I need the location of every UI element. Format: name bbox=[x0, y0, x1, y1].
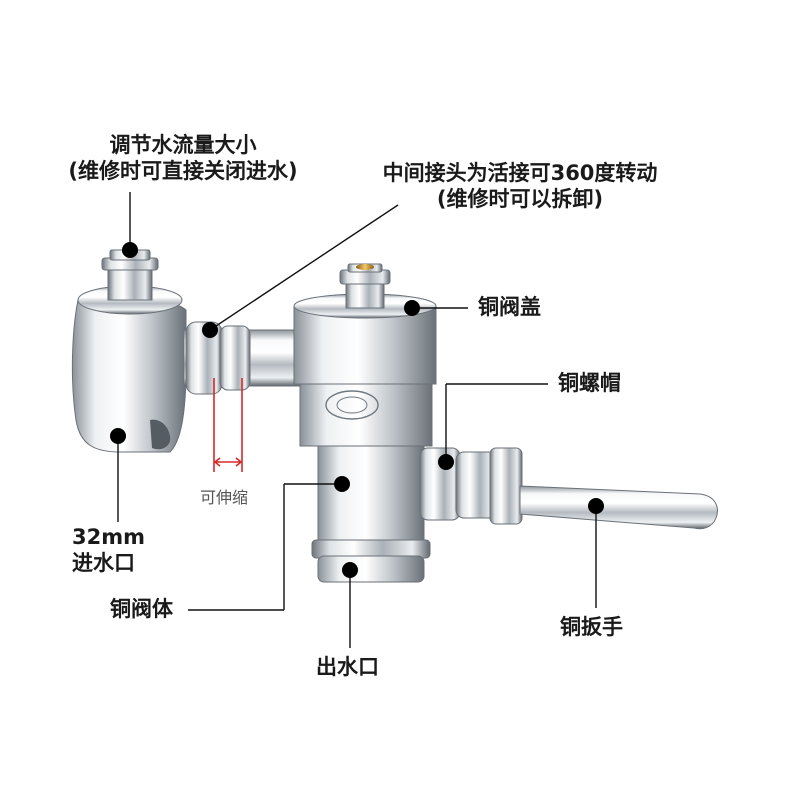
main-valve-body bbox=[293, 293, 437, 583]
union-joint-line1: 中间接头为活接可360度转动 bbox=[382, 161, 658, 185]
marker-dot-valve-body bbox=[334, 476, 350, 492]
handle-lever bbox=[519, 485, 718, 530]
marker-dot-handle bbox=[588, 498, 604, 514]
flow-adjust-line1: 调节水流量大小 bbox=[109, 133, 257, 157]
flow-adjust-label: 调节水流量大小 (维修时可直接关闭进水) bbox=[48, 132, 318, 185]
handle-label: 铜扳手 bbox=[560, 615, 623, 639]
inlet-label: 32mm 进水口 bbox=[72, 524, 145, 577]
marker-dot-outlet bbox=[342, 562, 358, 578]
leader-lines bbox=[117, 192, 597, 648]
telescopic-label: 可伸缩 bbox=[200, 488, 249, 507]
flow-adjust-line2: (维修时可直接关闭进水) bbox=[68, 159, 298, 184]
union-joint-line2: (维修时可以拆卸) bbox=[436, 187, 604, 212]
copper-nut-label: 铜螺帽 bbox=[558, 371, 621, 395]
inlet-line1: 32mm bbox=[72, 525, 145, 549]
top-spindle bbox=[339, 263, 391, 309]
inlet-body bbox=[71, 285, 187, 453]
outlet-label: 出水口 bbox=[316, 655, 379, 679]
copper-cap-label: 铜阀盖 bbox=[478, 295, 541, 319]
marker-dots bbox=[110, 242, 604, 578]
marker-dot-union bbox=[202, 322, 218, 338]
marker-dot-inlet bbox=[110, 428, 126, 444]
union-joint-label: 中间接头为活接可360度转动 (维修时可以拆卸) bbox=[350, 160, 690, 213]
inlet-line2: 进水口 bbox=[72, 551, 135, 576]
handle-housing bbox=[419, 447, 523, 525]
telescopic-marker bbox=[213, 378, 243, 472]
union-joint bbox=[185, 321, 251, 395]
marker-dot-copper-cap bbox=[404, 300, 420, 316]
valve-body-label: 铜阀体 bbox=[110, 597, 173, 621]
marker-dot-copper-nut bbox=[438, 454, 454, 470]
marker-dot-flow-adjust bbox=[122, 242, 138, 258]
